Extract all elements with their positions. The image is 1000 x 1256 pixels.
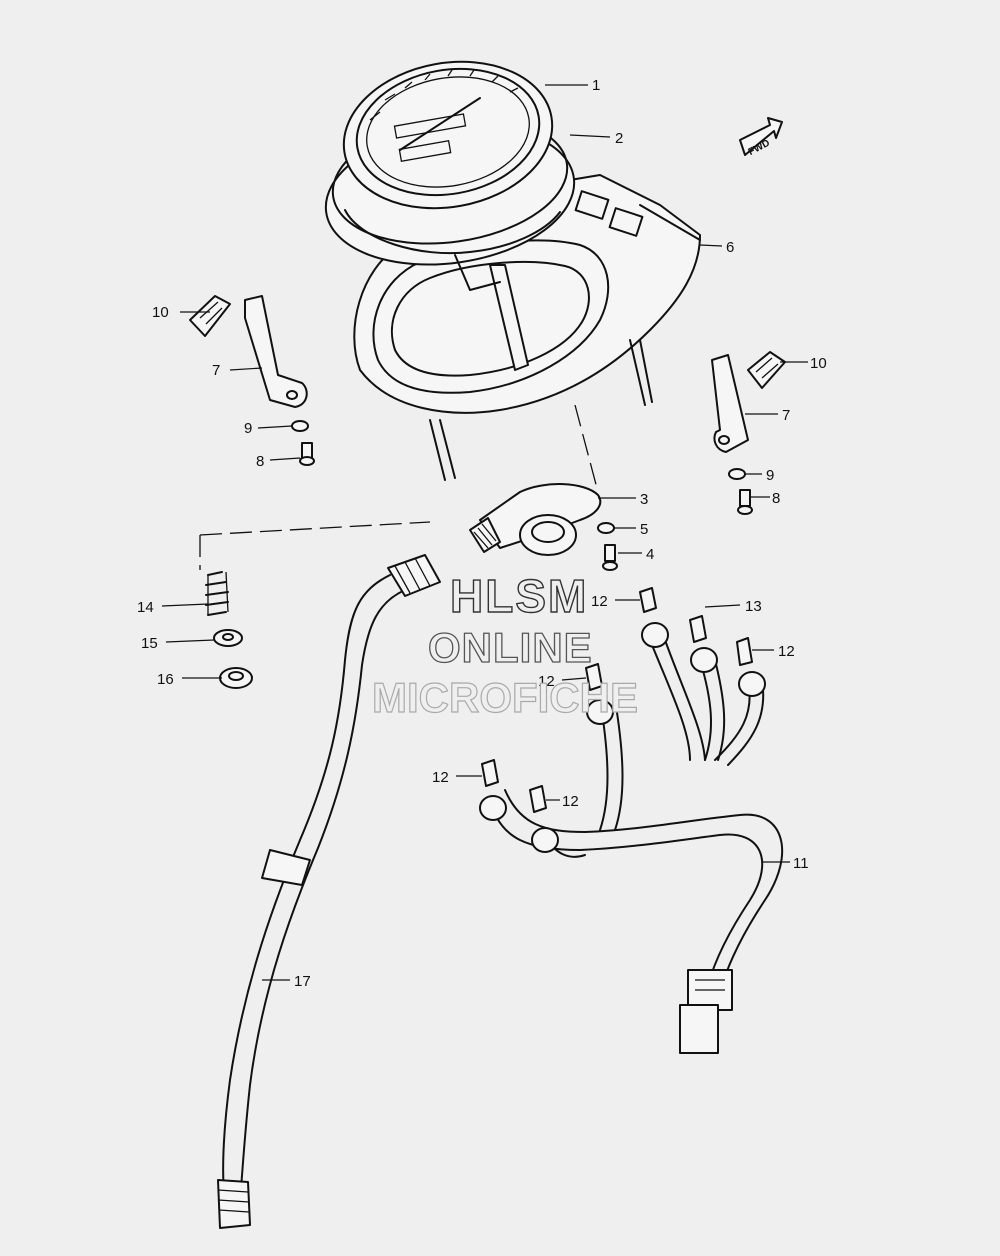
callout-8-right: 8	[772, 490, 780, 507]
speedometer-gearbox-part-3	[469, 483, 602, 556]
callout-1: 1	[592, 77, 600, 94]
callout-12-a: 12	[591, 593, 608, 610]
washer-part-5	[597, 522, 615, 534]
callout-5: 5	[640, 521, 648, 538]
callout-6: 6	[726, 239, 734, 256]
watermark-line-2: ONLINE	[428, 624, 593, 671]
bulb-part-12-a	[639, 587, 657, 613]
callout-2: 2	[615, 130, 623, 147]
washer-part-9-right	[728, 468, 746, 480]
callout-3: 3	[640, 491, 648, 508]
speedometer-cable-part-17	[217, 554, 441, 1229]
callout-10-left: 10	[152, 304, 169, 321]
callout-11: 11	[793, 855, 809, 872]
callout-8-left: 8	[256, 453, 264, 470]
forward-arrow-icon: FWD	[739, 117, 783, 158]
assembly-relation-lines	[199, 404, 599, 570]
screw-part-8-left	[299, 442, 315, 466]
screw-part-4	[602, 544, 618, 571]
bulb-part-13	[689, 615, 707, 643]
callout-12-b: 12	[778, 643, 795, 660]
callout-9-left: 9	[244, 420, 252, 437]
cushion-part-10-left	[189, 295, 231, 337]
callout-10-right: 10	[810, 355, 827, 372]
washer-part-9-left	[291, 420, 309, 432]
callout-15: 15	[141, 635, 158, 652]
grommet-part-16	[219, 667, 253, 689]
bracket-part-7-left	[244, 295, 308, 408]
callout-leader-lines	[161, 84, 808, 981]
bulb-part-12-d	[481, 759, 499, 787]
callout-17: 17	[294, 973, 311, 990]
watermark-line-1: HLSM	[450, 570, 588, 622]
callout-16: 16	[157, 671, 174, 688]
spring-part-14	[205, 571, 229, 616]
callout-labels: 1 2 3 4 5 6 7 7 8 8 9 9 10 10 11 12 12 1…	[137, 77, 827, 990]
speedometer-part-1	[342, 60, 554, 210]
callout-14: 14	[137, 599, 154, 616]
bulb-part-12-c	[585, 663, 603, 691]
callout-7-right: 7	[782, 407, 790, 424]
callout-13: 13	[745, 598, 762, 615]
washer-part-15	[213, 629, 243, 647]
wiring-harness-part-11	[479, 622, 784, 1054]
screw-part-8-right	[737, 489, 753, 515]
callout-7-left: 7	[212, 362, 220, 379]
callout-9-right: 9	[766, 467, 774, 484]
callout-12-c: 12	[538, 673, 555, 690]
watermark: HLSM ONLINE MICROFICHE	[371, 569, 638, 721]
bulb-part-12-b	[736, 637, 753, 666]
bracket-part-7-right	[711, 354, 749, 453]
callout-12-e: 12	[562, 793, 579, 810]
bulb-part-12-e	[529, 785, 547, 813]
cushion-part-10-right	[747, 351, 786, 389]
callout-12-d: 12	[432, 769, 449, 786]
callout-4: 4	[646, 546, 654, 563]
watermark-line-3: MICROFICHE	[372, 674, 638, 721]
